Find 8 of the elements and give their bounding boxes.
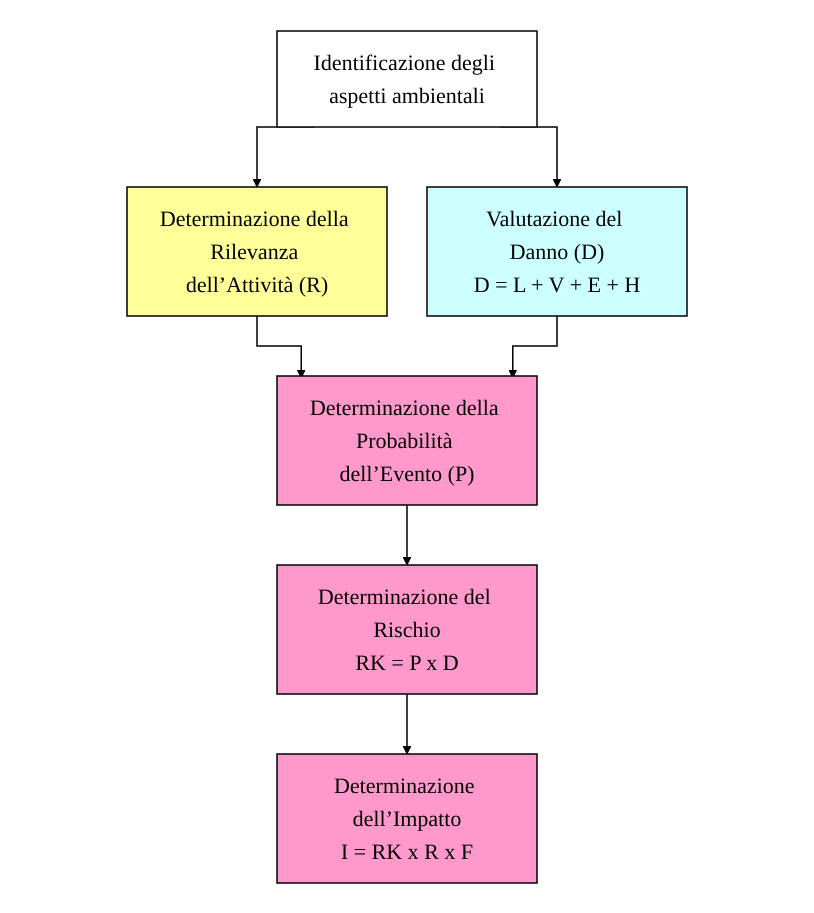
node-box: Determinazione della Rilevanza dell’Attività (R) [126,186,388,316]
node-box: Identificazione degli aspetti ambientali [276,30,538,128]
node-box: Determinazione dell’Impatto I = RK x R x F [276,752,538,884]
arrow [402,504,412,565]
node-box: Valutazione del Danno (D) D = L + V + E + H [426,186,688,316]
node-box: Determinazione del Rischio RK = P x D [276,564,538,694]
node-box: Determinazione della Probabilità dell’Evento (P) [276,374,538,506]
arrow [402,692,412,754]
